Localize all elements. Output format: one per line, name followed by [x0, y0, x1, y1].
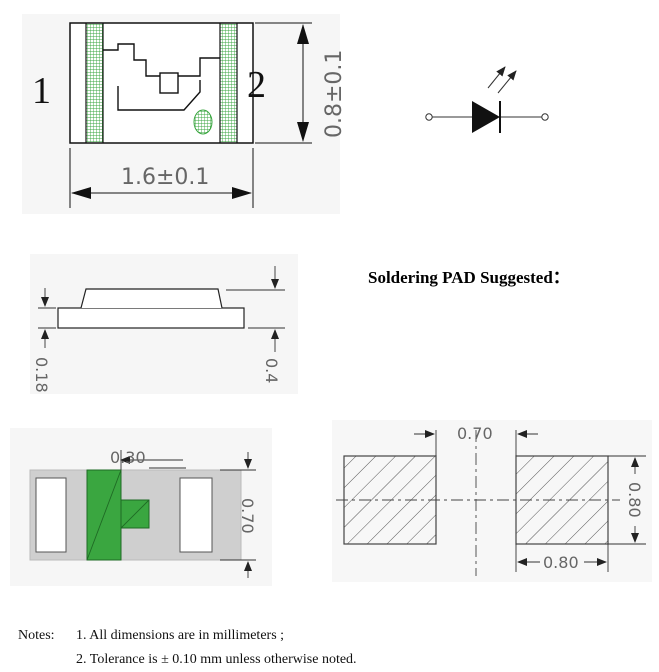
- note-item-1: 1. All dimensions are in millimeters ;: [76, 628, 285, 643]
- bottom-right-pad: [179, 477, 213, 553]
- cathode-terminal: [541, 113, 549, 121]
- led-schematic-symbol: [425, 66, 549, 133]
- bottom-view: 0.30 0.70: [10, 428, 272, 586]
- anode-terminal: [425, 113, 433, 121]
- polarity-mark: [193, 109, 213, 135]
- pad-width-dim-label: 0.80: [543, 553, 579, 572]
- die-trace-lower: [117, 80, 201, 111]
- die-pad: [159, 72, 179, 94]
- side-dim-right-label: 0.4: [262, 358, 281, 383]
- side-dim-left-label: 0.18: [32, 357, 51, 393]
- light-ray-1: [487, 66, 506, 89]
- pin-label-1: 1: [32, 70, 51, 112]
- top-view: 1 2 0.8±0.1 1.6±0.1: [22, 14, 347, 214]
- height-dim-label: 0.8±0.1: [322, 50, 347, 138]
- pin-label-2: 2: [247, 64, 266, 106]
- solder-pad-layout: 0.70 0.80 0.80: [332, 420, 652, 582]
- bottom-left-pad: [35, 477, 67, 553]
- side-view-lens: [80, 288, 223, 309]
- width-dim-label: 1.6±0.1: [121, 165, 209, 190]
- pad-height-dim-label: 0.80: [625, 482, 644, 518]
- pad-gap-dim-label: 0.70: [457, 424, 493, 443]
- bottom-dim-right-label: 0.70: [238, 498, 257, 534]
- left-terminal-grid: [86, 24, 103, 142]
- notes-label: Notes:: [18, 628, 55, 643]
- notes-section: Notes: 1. All dimensions are in millimete…: [18, 624, 357, 672]
- bottom-dim-top-label: 0.30: [110, 448, 146, 467]
- note-row-1: Notes: 1. All dimensions are in millimete…: [18, 624, 357, 648]
- side-view-substrate: [57, 307, 245, 329]
- die-trace-upper: [103, 43, 220, 77]
- light-ray-2: [497, 70, 517, 94]
- note-item-2: 2. Tolerance is ± 0.10 mm unless otherwi…: [76, 652, 357, 667]
- solder-pad-heading: Soldering PAD Suggested：: [368, 268, 570, 287]
- diode-triangle: [472, 101, 500, 133]
- right-terminal-grid: [220, 24, 237, 142]
- note-row-2: 2. Tolerance is ± 0.10 mm unless otherwi…: [18, 648, 357, 672]
- side-view: 0.4 0.18: [30, 254, 298, 394]
